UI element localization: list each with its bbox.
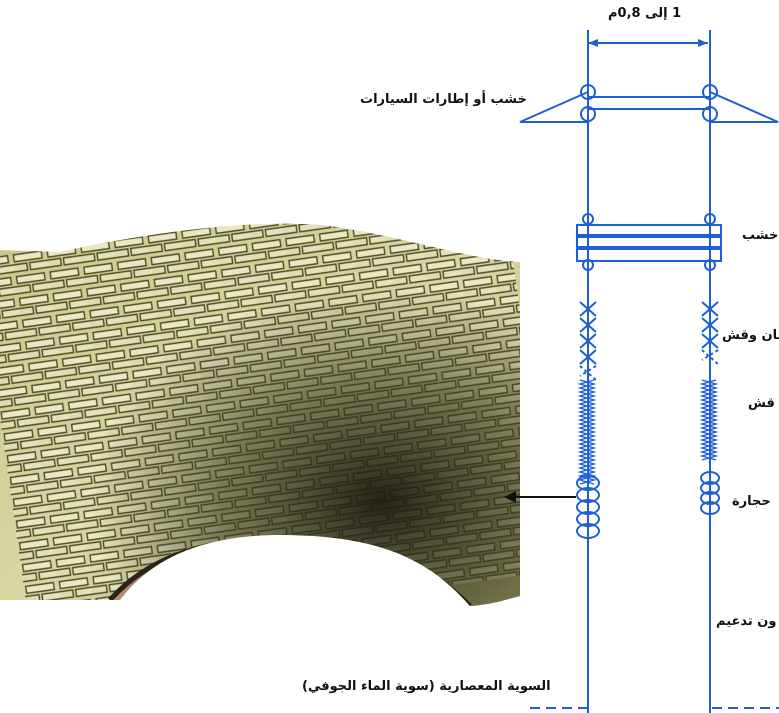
label-wood: خشب bbox=[742, 228, 778, 243]
width-label: 1 إلى 0,8م bbox=[608, 6, 681, 21]
top-frame bbox=[520, 85, 778, 122]
label-rope-mesh: سان وقش bbox=[722, 328, 779, 343]
label-no-support: ون تدعيم bbox=[716, 614, 776, 629]
label-stone: حجارة bbox=[732, 494, 771, 509]
photo-pointer-arrow bbox=[504, 491, 576, 503]
wood-support bbox=[577, 214, 721, 270]
label-water-table: السوية المعصارية (سوية الماء الجوفي) bbox=[302, 679, 551, 694]
dimension-arrow-right bbox=[698, 39, 708, 47]
dimension-arrow-left bbox=[588, 39, 598, 47]
label-straw: قش bbox=[748, 396, 775, 411]
label-top-frame: خشب أو إطارات السيارات bbox=[360, 92, 527, 107]
